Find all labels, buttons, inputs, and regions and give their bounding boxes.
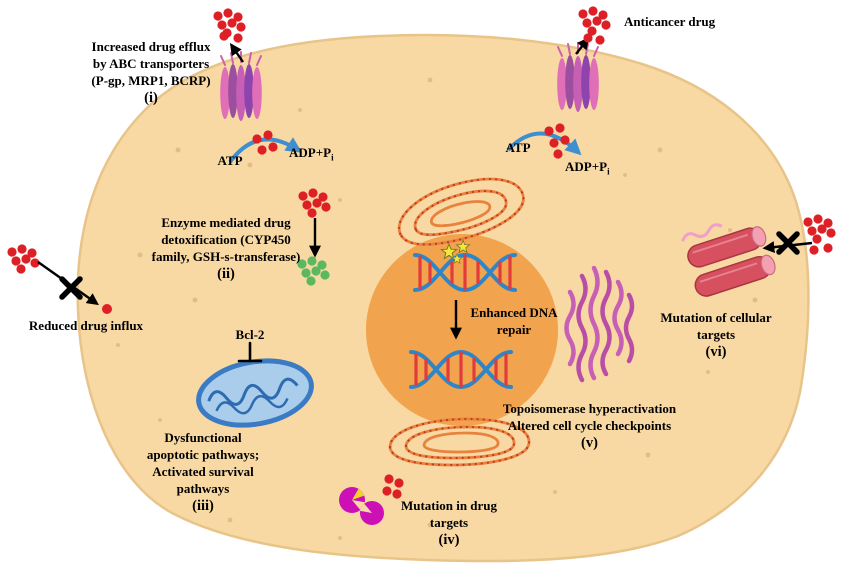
label-line: targets — [429, 515, 469, 530]
topoisomerase-label: Topoisomerase hyperactivation Altered ce… — [487, 400, 692, 452]
label-line: pathways — [176, 481, 230, 496]
label-line: Mutation in drug — [400, 498, 498, 513]
label-line: Dysfunctional — [164, 430, 242, 445]
mutated-target-tubes — [681, 223, 776, 297]
apoptosis-label: Dysfunctional apoptotic pathways; Activa… — [134, 429, 272, 515]
adp-label-left: ADP+Pi — [289, 144, 353, 167]
label-line: Topoisomerase hyperactivation — [502, 401, 677, 416]
label-line: Enhanced DNA — [470, 305, 558, 320]
mechanism-numeral-vi: (vi) — [705, 344, 727, 360]
drug-dots-atp-right — [544, 123, 570, 159]
mechanism-numeral-v: (v) — [581, 435, 598, 451]
mitochondria — [196, 358, 314, 428]
atp-label-left: ATP — [217, 153, 243, 168]
drug-dots-top-left — [213, 8, 246, 38]
drug-dots-top-left-extra — [219, 31, 243, 43]
atp-label-right: ATP — [505, 140, 531, 155]
efflux-label: Increased drug efflux by ABC transporter… — [72, 38, 230, 107]
anticancer-drug-label: Anticancer drug — [624, 14, 716, 29]
label-line: (P-gp, MRP1, BCRP) — [91, 73, 211, 88]
label-line: Mutation of cellular — [660, 310, 772, 325]
adp-subscript: i — [607, 166, 610, 177]
label-line: detoxification (CYP450 — [161, 232, 291, 247]
target-blocked-x-icon — [776, 231, 800, 255]
dna-repair-label: Enhanced DNA repair — [464, 304, 564, 338]
endoplasmic-reticulum-top — [397, 177, 525, 246]
detox-label: Enzyme mediated drug detoxification (CYP… — [138, 214, 314, 283]
drug-dots-atp-left — [252, 130, 278, 155]
dna-helix-bottom — [409, 350, 513, 389]
label-line: repair — [496, 322, 532, 337]
adp-label-right: ADP+Pi — [565, 158, 629, 181]
efflux-arrow-left — [229, 43, 244, 63]
endoplasmic-reticulum-bottom — [388, 417, 531, 467]
drug-dots-top-right-extra — [583, 33, 605, 45]
mutated-drug-target-icon — [339, 487, 384, 525]
label-line: family, GSH-s-transferase) — [151, 249, 301, 264]
drug-dots-pacman — [382, 474, 404, 499]
drug-target-mutation-label: Mutation in drug targets (iv) — [393, 497, 505, 549]
mechanism-numeral-i: (i) — [144, 90, 158, 106]
topoisomerase-fibers — [564, 265, 635, 383]
reduced-influx-label: Reduced drug influx — [28, 318, 144, 333]
efflux-arrow-right — [575, 37, 590, 55]
label-line: Enzyme mediated drug — [161, 215, 291, 230]
adp-text: ADP+P — [565, 159, 608, 174]
dna-helix-top — [413, 253, 517, 292]
bcl2-inhibition-symbol — [237, 341, 263, 363]
bcl2-label: Bcl-2 — [235, 327, 265, 342]
adp-subscript: i — [331, 152, 334, 163]
cytoplasm-speckles — [116, 77, 758, 540]
drug-dot-influx — [102, 304, 112, 314]
mechanism-numeral-iv: (iv) — [438, 532, 460, 548]
influx-blocked-x-icon — [59, 276, 83, 300]
cellular-target-mutation-label: Mutation of cellular targets (vi) — [652, 309, 780, 361]
drug-dots-far-left — [7, 244, 40, 274]
drug-dots-top-right — [578, 6, 611, 36]
drug-dots-right-extra — [809, 243, 833, 255]
label-line: Increased drug efflux — [91, 39, 211, 54]
label-line: by ABC transporters — [92, 56, 210, 71]
atp-arrow-right — [506, 131, 582, 156]
drug-dots-right — [803, 214, 836, 244]
label-line: apoptotic pathways; — [146, 447, 260, 462]
label-line: targets — [696, 327, 736, 342]
label-line: Altered cell cycle checkpoints — [507, 418, 672, 433]
adp-text: ADP+P — [289, 145, 332, 160]
mechanism-numeral-iii: (iii) — [192, 498, 214, 514]
mechanism-numeral-ii: (ii) — [217, 266, 235, 282]
label-line: Activated survival — [152, 464, 254, 479]
